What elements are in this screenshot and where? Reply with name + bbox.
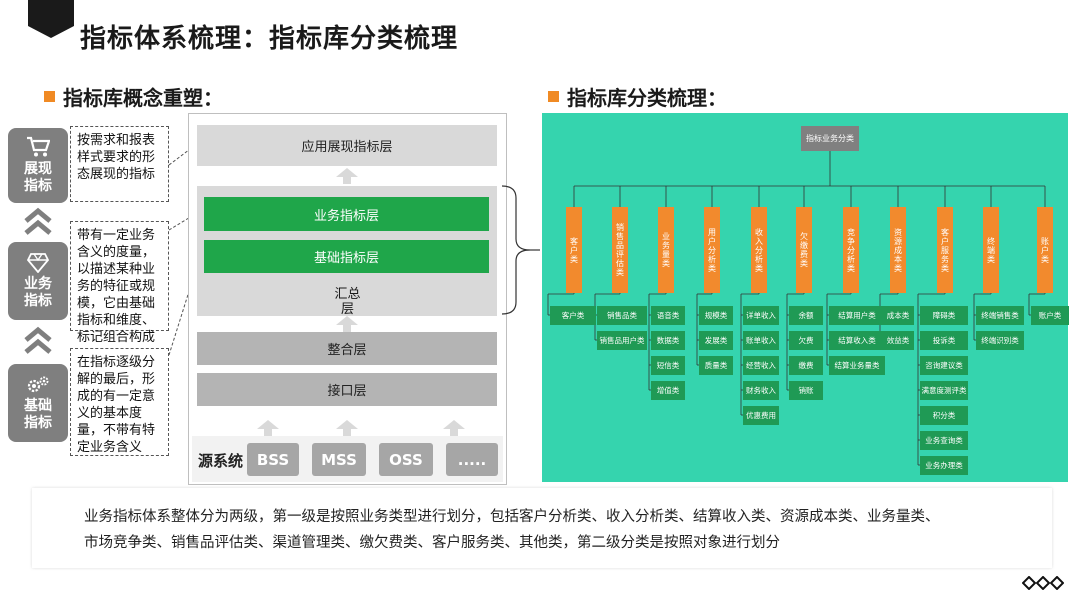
tree-leaf-node: 欠费 — [789, 331, 823, 350]
tree-lines — [547, 151, 1046, 466]
tree-leaf-node: 详单收入 — [743, 306, 779, 325]
source-bss: BSS — [247, 443, 299, 476]
tree-leaf-node: 业务查询类 — [920, 431, 968, 450]
tree-leaf-node: 经营收入 — [743, 356, 779, 375]
page-title: 指标体系梳理：指标库分类梳理 — [80, 24, 459, 54]
tree-leaf-node: 规模类 — [699, 306, 733, 325]
tree-leaf-node: 销售品用户类 — [597, 331, 647, 350]
tree-leaf-node: 终端销售类 — [976, 306, 1024, 325]
tree-leaf-node: 销账 — [789, 381, 823, 400]
tree-leaf-node: 结算收入类 — [829, 331, 885, 350]
badge-label: 指标 — [24, 178, 52, 194]
badge-label: 基础 — [24, 397, 52, 414]
badge-label: 业务 — [24, 275, 52, 292]
bullet-square-icon — [548, 91, 559, 102]
tree-leaf-node: 销售品类 — [597, 306, 647, 325]
chevron-up-icon — [24, 207, 52, 235]
tree-leaf-node: 满意度测评类 — [920, 381, 968, 400]
tree-leaf-node: 终端识别类 — [976, 331, 1024, 350]
up-arrow-icon — [336, 168, 358, 184]
description-base: 在指标逐级分解的最后，形成的有一定意义的基本度量，不带有特定业务含义 — [70, 348, 169, 456]
description-display: 按需求和报表样式要求的形态展现的指标 — [70, 126, 169, 202]
tree-category-node: 欠缴费类 — [796, 207, 812, 293]
tree-category-node: 客户服务类 — [937, 207, 953, 293]
summary-line1: 汇总 — [334, 287, 361, 302]
up-arrow-icon — [336, 420, 358, 436]
summary-line2: 层 — [340, 302, 354, 317]
badge-base-indicator: 基础 指标 — [8, 364, 68, 442]
tree-leaf-node: 效益类 — [882, 331, 914, 350]
layer-application: 应用展现指标层 — [197, 125, 497, 166]
tree-leaf-node: 客户类 — [550, 306, 596, 325]
tree-leaf-node: 优惠费用 — [743, 406, 779, 425]
up-arrow-icon — [336, 316, 358, 332]
left-section-title-text: 指标库概念重塑： — [63, 86, 223, 110]
tree-leaf-node: 障碍类 — [920, 306, 968, 325]
tree-leaf-node: 余额 — [789, 306, 823, 325]
layer-interface: 接口层 — [197, 373, 497, 406]
up-arrow-icon — [257, 420, 279, 436]
tree-root-node: 指标业务分类 — [801, 126, 859, 151]
tree-category-node: 用户分析类 — [704, 207, 720, 293]
bullet-square-icon — [44, 91, 55, 102]
cart-icon — [27, 136, 50, 157]
diamond-icon — [27, 252, 49, 273]
tree-category-node: 终端类 — [983, 207, 999, 293]
tree-leaf-node: 账单收入 — [743, 331, 779, 350]
layer-business: 业务指标层 — [204, 197, 489, 231]
tree-leaf-node: 成本类 — [882, 306, 914, 325]
right-section-title-text: 指标库分类梳理： — [567, 86, 727, 110]
tree-leaf-node: 发展类 — [699, 331, 733, 350]
tree-leaf-node: 咨询建议类 — [920, 356, 968, 375]
tree-category-node: 业务量类 — [658, 207, 674, 293]
tree-category-node: 销售品评估类 — [612, 207, 628, 293]
tree-leaf-node: 结算用户类 — [829, 306, 885, 325]
tree-leaf-node: 语音类 — [651, 306, 685, 325]
badge-label: 指标 — [24, 414, 52, 431]
tree-category-node: 收入分析类 — [751, 207, 767, 293]
tree-leaf-node: 积分类 — [920, 406, 968, 425]
layer-integration: 整合层 — [197, 332, 497, 365]
source-oss: OSS — [379, 443, 433, 476]
layer-summary-label: 汇总 层 — [320, 287, 375, 317]
tree-leaf-node: 投诉类 — [920, 331, 968, 350]
gears-icon — [27, 376, 49, 392]
tree-category-node: 竞争分析类 — [843, 207, 859, 293]
tree-category-node: 资源成本类 — [890, 207, 906, 293]
classification-tree: 指标业务分类 客户类客户类销售品评估类销售品类销售品用户类业务量类语音类数据类短… — [542, 113, 1069, 482]
up-arrow-icon — [443, 420, 465, 436]
tree-leaf-node: 结算业务量类 — [829, 356, 885, 375]
layer-base: 基础指标层 — [204, 240, 489, 273]
note-line2: 市场竞争类、销售品评估类、渠道管理类、缴欠费类、客户服务类、其他类，第二级分类是… — [84, 535, 780, 551]
badge-label: 展现 — [24, 161, 52, 177]
description-business: 带有一定业务含义的度量，以描述某种业务的特征或规模，它由基础指标和维度、标记组合… — [70, 221, 169, 345]
note-line1: 业务指标体系整体分为两级，第一级是按照业务类型进行划分，包括客户分析类、收入分析… — [84, 509, 940, 525]
tree-leaf-node: 增值类 — [651, 381, 685, 400]
badge-label: 指标 — [24, 292, 52, 309]
right-section-title: 指标库分类梳理： — [548, 82, 727, 111]
tree-category-node: 账户类 — [1037, 207, 1053, 293]
badge-display-indicator: 展现 指标 — [8, 128, 68, 203]
tree-leaf-node: 业务办理类 — [920, 456, 968, 475]
tree-leaf-node: 短信类 — [651, 356, 685, 375]
corner-tab — [28, 0, 74, 38]
left-section-title: 指标库概念重塑： — [44, 82, 223, 111]
source-system-label: 源系统 — [198, 452, 244, 470]
tree-leaf-node: 财务收入 — [743, 381, 779, 400]
source-more: ..... — [446, 443, 498, 476]
decorative-diamonds-icon — [1022, 576, 1064, 590]
tree-leaf-node: 数据类 — [651, 331, 685, 350]
tree-leaf-node: 缴费 — [789, 356, 823, 375]
summary-note: 业务指标体系整体分为两级，第一级是按照业务类型进行划分，包括客户分析类、收入分析… — [32, 488, 1052, 568]
source-mss: MSS — [312, 443, 366, 476]
badge-business-indicator: 业务 指标 — [8, 242, 68, 320]
tree-leaf-node: 质量类 — [699, 356, 733, 375]
chevron-up-icon — [24, 326, 52, 354]
tree-category-node: 客户类 — [566, 207, 582, 293]
bracket-connector — [501, 185, 540, 315]
tree-leaf-node: 账户类 — [1031, 306, 1069, 325]
